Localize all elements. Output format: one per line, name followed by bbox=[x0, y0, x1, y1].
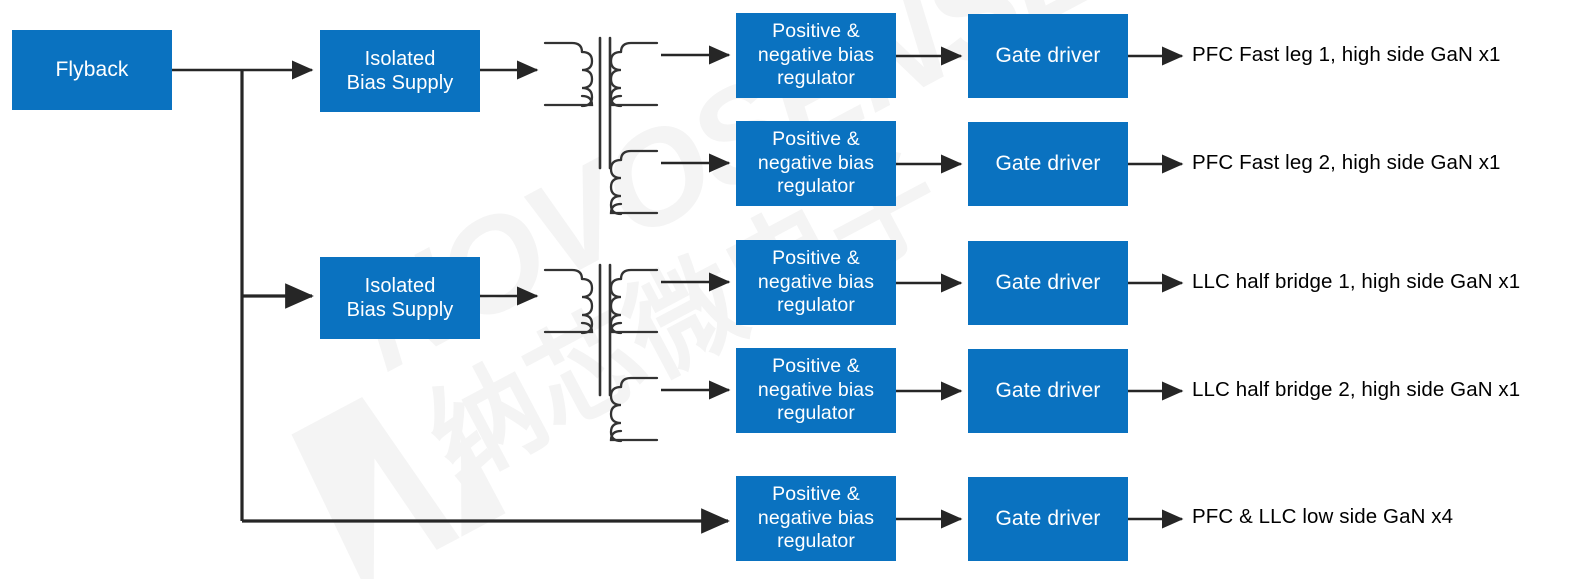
output-label-4: LLC half bridge 2, high side GaN x1 bbox=[1192, 378, 1521, 401]
line-2: negative bias bbox=[757, 270, 875, 293]
transformer-1 bbox=[543, 36, 659, 216]
node-flyback-label: Flyback bbox=[55, 58, 129, 82]
node-gate-driver-3[interactable]: Gate driver bbox=[968, 241, 1128, 325]
line-2: negative bias bbox=[757, 506, 875, 529]
line-1: Positive & bbox=[772, 19, 860, 42]
line-2: negative bias bbox=[757, 43, 875, 66]
node-regulator-2[interactable]: Positive & negative bias regulator bbox=[736, 121, 896, 206]
node-regulator-3-label: Positive & negative bias regulator bbox=[758, 247, 874, 318]
node-gate-driver-4[interactable]: Gate driver bbox=[968, 349, 1128, 433]
node-isolated-bias-supply-1-label: Isolated Bias Supply bbox=[347, 47, 454, 96]
line-1: Positive & bbox=[772, 246, 860, 269]
transformer-2 bbox=[543, 263, 659, 443]
node-gate-driver-5-label: Gate driver bbox=[995, 507, 1101, 531]
line-3: regulator bbox=[777, 530, 855, 553]
node-isolated-bias-supply-1[interactable]: Isolated Bias Supply bbox=[320, 30, 480, 112]
node-regulator-1-label: Positive & negative bias regulator bbox=[758, 20, 874, 91]
line-2: Bias Supply bbox=[346, 299, 454, 321]
line-3: regulator bbox=[777, 294, 855, 317]
node-flyback[interactable]: Flyback bbox=[12, 30, 172, 110]
line-3: regulator bbox=[777, 67, 855, 90]
line-1: Positive & bbox=[772, 127, 860, 150]
line-1: Isolated bbox=[364, 47, 436, 70]
node-regulator-2-label: Positive & negative bias regulator bbox=[758, 128, 874, 199]
node-regulator-5[interactable]: Positive & negative bias regulator bbox=[736, 476, 896, 561]
output-label-5: PFC & LLC low side GaN x4 bbox=[1192, 505, 1454, 528]
line-1: Positive & bbox=[772, 354, 860, 377]
node-gate-driver-1-label: Gate driver bbox=[995, 44, 1101, 68]
line-2: negative bias bbox=[757, 378, 875, 401]
line-1: Isolated bbox=[364, 274, 436, 297]
node-regulator-4-label: Positive & negative bias regulator bbox=[758, 355, 874, 426]
output-label-3: LLC half bridge 1, high side GaN x1 bbox=[1192, 270, 1521, 293]
node-gate-driver-5[interactable]: Gate driver bbox=[968, 477, 1128, 561]
node-gate-driver-3-label: Gate driver bbox=[995, 271, 1101, 295]
line-3: regulator bbox=[777, 175, 855, 198]
output-label-1: PFC Fast leg 1, high side GaN x1 bbox=[1192, 43, 1501, 66]
node-gate-driver-4-label: Gate driver bbox=[995, 379, 1101, 403]
node-gate-driver-1[interactable]: Gate driver bbox=[968, 14, 1128, 98]
node-regulator-4[interactable]: Positive & negative bias regulator bbox=[736, 348, 896, 433]
output-label-2: PFC Fast leg 2, high side GaN x1 bbox=[1192, 151, 1501, 174]
node-regulator-1[interactable]: Positive & negative bias regulator bbox=[736, 13, 896, 98]
node-isolated-bias-supply-2-label: Isolated Bias Supply bbox=[347, 274, 454, 323]
node-isolated-bias-supply-2[interactable]: Isolated Bias Supply bbox=[320, 257, 480, 339]
node-regulator-3[interactable]: Positive & negative bias regulator bbox=[736, 240, 896, 325]
line-2: Bias Supply bbox=[346, 72, 454, 94]
node-regulator-5-label: Positive & negative bias regulator bbox=[758, 483, 874, 554]
line-2: negative bias bbox=[757, 151, 875, 174]
node-gate-driver-2[interactable]: Gate driver bbox=[968, 122, 1128, 206]
line-3: regulator bbox=[777, 402, 855, 425]
line-1: Positive & bbox=[772, 482, 860, 505]
node-gate-driver-2-label: Gate driver bbox=[995, 152, 1101, 176]
